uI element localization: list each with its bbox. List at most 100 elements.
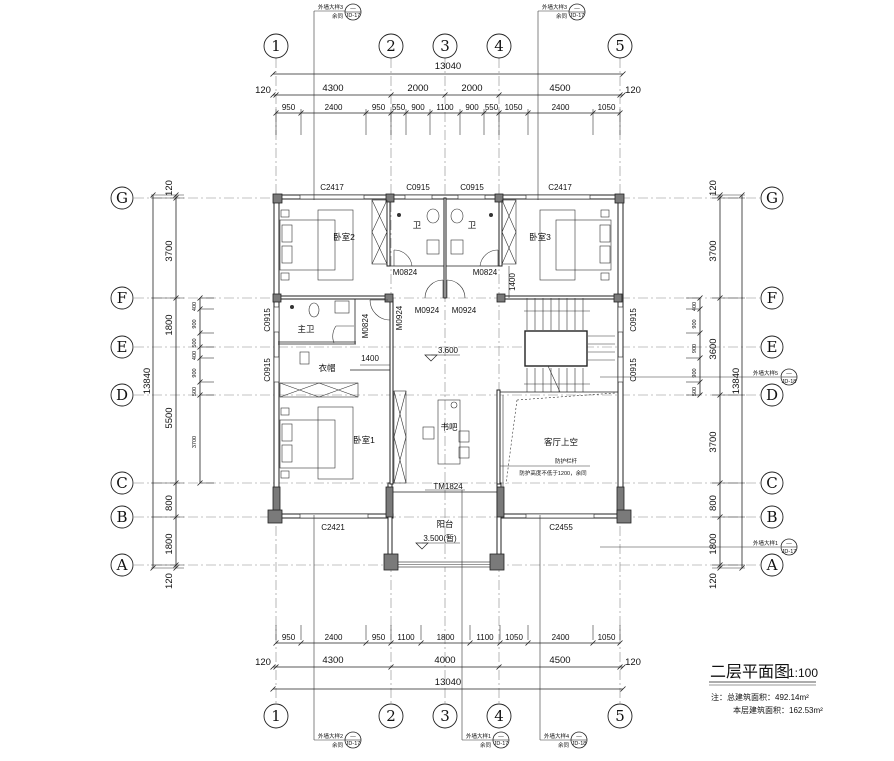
drawing-title: 二层平面图 (710, 664, 790, 681)
dimension-line (590, 640, 596, 646)
dim-value: 1050 (505, 103, 523, 112)
opening-label: C0915 (629, 308, 638, 332)
note-railing: 防护栏杆 (555, 457, 578, 465)
axis-label: 5 (615, 707, 625, 725)
room-label-bath-b: 卫 (468, 220, 477, 230)
dim-value: 2400 (552, 103, 570, 112)
dim-value: 4300 (322, 83, 343, 94)
level-floor: 3.600 (438, 346, 459, 355)
dim-value: 400 (192, 351, 198, 360)
dimension-line (270, 686, 276, 692)
callout-index: — (574, 6, 580, 12)
axis-label: C (766, 474, 777, 492)
room-label-bath-a: 卫 (413, 220, 422, 230)
dim-value: 120 (708, 573, 719, 589)
dimension-line (388, 640, 394, 646)
callout-index: — (350, 734, 356, 740)
dim-value: 900 (692, 344, 698, 353)
dim-value: 3700 (164, 240, 175, 261)
dim-value: 4300 (322, 655, 343, 666)
axis-label: D (766, 386, 778, 404)
dimension-line (363, 640, 369, 646)
dim-value: 5500 (164, 407, 175, 428)
opening-label: M0924 (395, 305, 404, 330)
dim-value: 400 (692, 302, 698, 311)
axis-bubble (110, 286, 134, 310)
axis-label: 4 (494, 37, 504, 55)
axis-label: A (766, 556, 778, 574)
axis-bubble (607, 703, 633, 729)
opening-label: C2455 (549, 523, 573, 532)
dimension-line (617, 640, 623, 646)
callout-label: 外墙大样3 (542, 3, 567, 11)
dim-value: 800 (164, 495, 175, 511)
axis-label: 1 (271, 707, 281, 725)
dim-value: 1800 (437, 633, 455, 642)
callout-sheet: JD-18 (782, 379, 797, 385)
dim-value: 800 (708, 495, 719, 511)
opening-label: M0824 (473, 268, 498, 277)
callout-label: 外墙大样1 (753, 539, 778, 547)
dim-value: 3600 (708, 338, 719, 359)
note-floor-area: 本层建筑面积：162.53m² (733, 705, 823, 715)
axis-bubble (378, 703, 404, 729)
dim-value: 950 (372, 103, 386, 112)
dim-value: 550 (485, 103, 499, 112)
dim-value: 1800 (164, 314, 175, 335)
dimension-line (620, 686, 626, 692)
dim-value: 900 (192, 368, 198, 377)
dim-value: 950 (282, 103, 296, 112)
callout-index: — (350, 6, 356, 12)
dim-value: 2000 (461, 83, 482, 94)
dim-value: 1050 (505, 633, 523, 642)
callout-sheet: JD-18 (572, 741, 587, 747)
level-balcony: 3.500(暂) (423, 533, 457, 543)
axis-label: F (117, 289, 127, 307)
dim-value: 500 (192, 338, 198, 347)
callout-sheet: JD-17 (346, 741, 361, 747)
furniture (279, 199, 615, 484)
dimension-line (620, 71, 626, 77)
callout-same: 余同 (558, 741, 570, 749)
axis-bubble (760, 335, 784, 359)
note-total-area: 注：总建筑面积：492.14m² (711, 692, 809, 702)
axis-label: E (767, 338, 778, 356)
dim-value: 2400 (325, 633, 343, 642)
dim-value: 2000 (407, 83, 428, 94)
axis-bubble (110, 505, 134, 529)
axis-label: 3 (440, 707, 450, 725)
axis-bubble (760, 553, 784, 577)
dimension-line (620, 664, 626, 670)
axis-bubble (110, 383, 134, 407)
axis-bubble (263, 33, 289, 59)
callout-index: — (786, 371, 792, 377)
axis-label: 3 (440, 37, 450, 55)
dim-value: 120 (164, 180, 175, 196)
dim-value: 3700 (708, 431, 719, 452)
axis-label: F (767, 289, 777, 307)
callout-sheet: JD-17 (346, 13, 361, 19)
dim-value: 3700 (192, 436, 198, 448)
level-marker (415, 542, 429, 550)
opening-label: C0915 (406, 183, 430, 192)
axis-label: E (117, 338, 128, 356)
dim-value: 120 (625, 85, 641, 96)
doors (332, 249, 499, 344)
dim-value: 4000 (434, 655, 455, 666)
dim-value: 1800 (164, 533, 175, 554)
dimension-line (525, 640, 531, 646)
axis-label: 4 (494, 707, 504, 725)
dim-value: 120 (255, 657, 271, 668)
dim-value: 1100 (476, 633, 494, 642)
callout-same: 余同 (332, 12, 344, 20)
axis-bubble (760, 383, 784, 407)
dim-value: 4500 (549, 655, 570, 666)
dimension-line (273, 664, 279, 670)
axis-bubble (378, 33, 404, 59)
callout-index: — (576, 734, 582, 740)
callout-sheet: JD-17 (570, 13, 585, 19)
dim-total: 13840 (731, 368, 742, 394)
